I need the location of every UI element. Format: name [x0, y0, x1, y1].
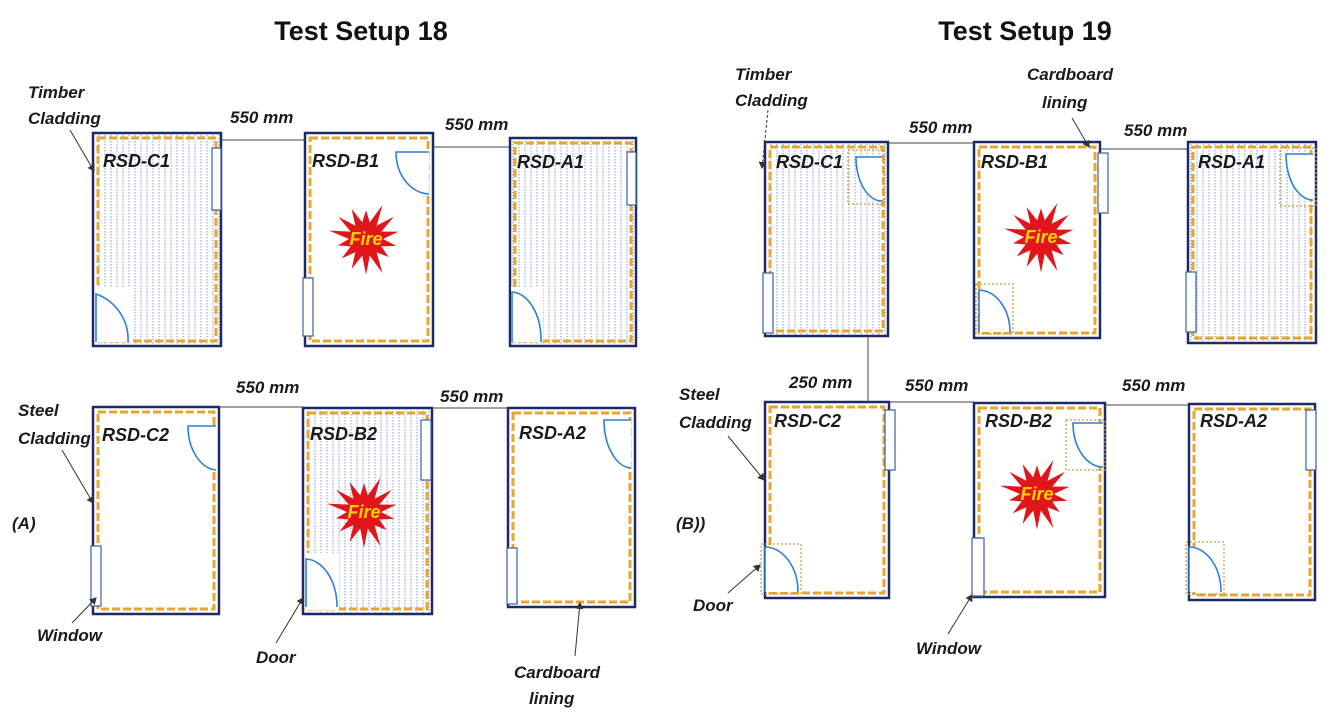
svg-text:Steel: Steel: [18, 401, 60, 420]
svg-text:550 mm: 550 mm: [1122, 376, 1185, 395]
svg-text:Fire: Fire: [1024, 227, 1057, 247]
fire-marker-setup18-b2: Fire: [327, 477, 397, 548]
annotation-cardboard-lining-setup19: Cardboard lining: [1027, 65, 1114, 148]
room-label-rsd-b1: RSD-B1: [312, 151, 379, 171]
svg-text:Cladding: Cladding: [28, 109, 101, 128]
svg-text:Timber: Timber: [735, 65, 793, 84]
panel-label-a: (A): [12, 514, 36, 533]
svg-text:550 mm: 550 mm: [230, 108, 293, 127]
room-rsd-a2-setup19: RSD-A2: [1185, 402, 1317, 602]
svg-text:550 mm: 550 mm: [905, 376, 968, 395]
room-label-rsd-a1-s19: RSD-A1: [1198, 152, 1265, 172]
svg-text:Cardboard: Cardboard: [514, 663, 601, 682]
svg-text:550 mm: 550 mm: [1124, 121, 1187, 140]
svg-text:Fire: Fire: [349, 229, 382, 249]
annotation-timber-cladding-setup18: Timber Cladding: [28, 83, 101, 172]
svg-text:Cladding: Cladding: [735, 91, 808, 110]
title-test-setup-18: Test Setup 18: [274, 16, 448, 46]
dimension-c1-b1-setup19: 550 mm: [888, 118, 974, 144]
svg-text:Timber: Timber: [28, 83, 86, 102]
svg-text:Fire: Fire: [1020, 484, 1053, 504]
annotation-window-setup18: Window: [37, 597, 104, 645]
svg-text:550 mm: 550 mm: [909, 118, 972, 137]
dimension-b1-a1-setup19: 550 mm: [1100, 121, 1188, 150]
svg-text:550 mm: 550 mm: [445, 115, 508, 134]
room-rsd-a1-setup18: RSD-A1: [508, 136, 638, 348]
room-rsd-c2-setup19: RSD-C2: [760, 400, 896, 600]
svg-text:Cardboard: Cardboard: [1027, 65, 1114, 84]
dimension-c1-c2-setup19: 250 mm: [788, 336, 869, 402]
room-rsd-a1-setup19: RSD-A1: [1185, 140, 1318, 345]
room-rsd-a2-setup18: RSD-A2: [506, 406, 637, 609]
fire-marker-setup19-b2: Fire: [1000, 459, 1070, 530]
fire-marker-setup19-b1: Fire: [1004, 202, 1074, 273]
annotation-timber-cladding-setup19: Timber Cladding: [735, 65, 808, 169]
dimension-b1-a1-setup18: 550 mm: [433, 115, 510, 148]
fire-marker-setup18-b1: Fire: [329, 204, 399, 275]
svg-text:Window: Window: [916, 639, 983, 658]
dimension-c2-b2-setup19: 550 mm: [889, 376, 974, 403]
room-label-rsd-c1: RSD-C1: [103, 151, 170, 171]
room-label-rsd-a2: RSD-A2: [519, 423, 586, 443]
annotation-door-setup18: Door: [256, 597, 304, 667]
dimension-b2-a2-setup18: 550 mm: [432, 387, 508, 409]
svg-text:Cladding: Cladding: [679, 413, 752, 432]
svg-text:Window: Window: [37, 626, 104, 645]
dimension-b2-a2-setup19: 550 mm: [1105, 376, 1189, 406]
dimension-c1-b1-setup18: 550 mm: [222, 108, 305, 141]
room-label-rsd-b2-s19: RSD-B2: [985, 411, 1052, 431]
room-label-rsd-c2: RSD-C2: [102, 425, 169, 445]
svg-text:Door: Door: [693, 596, 734, 615]
room-rsd-c1-setup19: RSD-C1: [762, 140, 890, 338]
svg-text:Cladding: Cladding: [18, 429, 91, 448]
svg-text:lining: lining: [1042, 93, 1088, 112]
room-label-rsd-c1-s19: RSD-C1: [776, 152, 843, 172]
annotation-door-setup19: Door: [693, 564, 761, 615]
svg-text:lining: lining: [529, 689, 575, 708]
title-test-setup-19: Test Setup 19: [938, 16, 1112, 46]
room-rsd-c1-setup18: RSD-C1: [91, 131, 223, 348]
svg-text:250 mm: 250 mm: [788, 373, 852, 392]
annotation-steel-cladding-setup18: Steel Cladding: [18, 401, 94, 504]
svg-text:550 mm: 550 mm: [440, 387, 503, 406]
room-label-rsd-b1-s19: RSD-B1: [981, 152, 1048, 172]
room-label-rsd-b2: RSD-B2: [310, 424, 377, 444]
room-label-rsd-c2-s19: RSD-C2: [774, 411, 841, 431]
svg-text:Steel: Steel: [679, 385, 721, 404]
annotation-cardboard-lining-setup18: Cardboard lining: [514, 602, 601, 708]
svg-text:550 mm: 550 mm: [236, 378, 299, 397]
room-rsd-c2-setup18: RSD-C2: [90, 405, 221, 616]
dimension-c2-b2-setup18: 550 mm: [219, 378, 303, 408]
panel-label-b: (B)): [676, 514, 706, 533]
room-label-rsd-a2-s19: RSD-A2: [1200, 411, 1267, 431]
svg-text:Fire: Fire: [347, 502, 380, 522]
annotation-steel-cladding-setup19: Steel Cladding: [679, 385, 765, 481]
room-label-rsd-a1: RSD-A1: [517, 152, 584, 172]
svg-text:Door: Door: [256, 648, 297, 667]
annotation-window-setup19: Window: [916, 594, 983, 658]
